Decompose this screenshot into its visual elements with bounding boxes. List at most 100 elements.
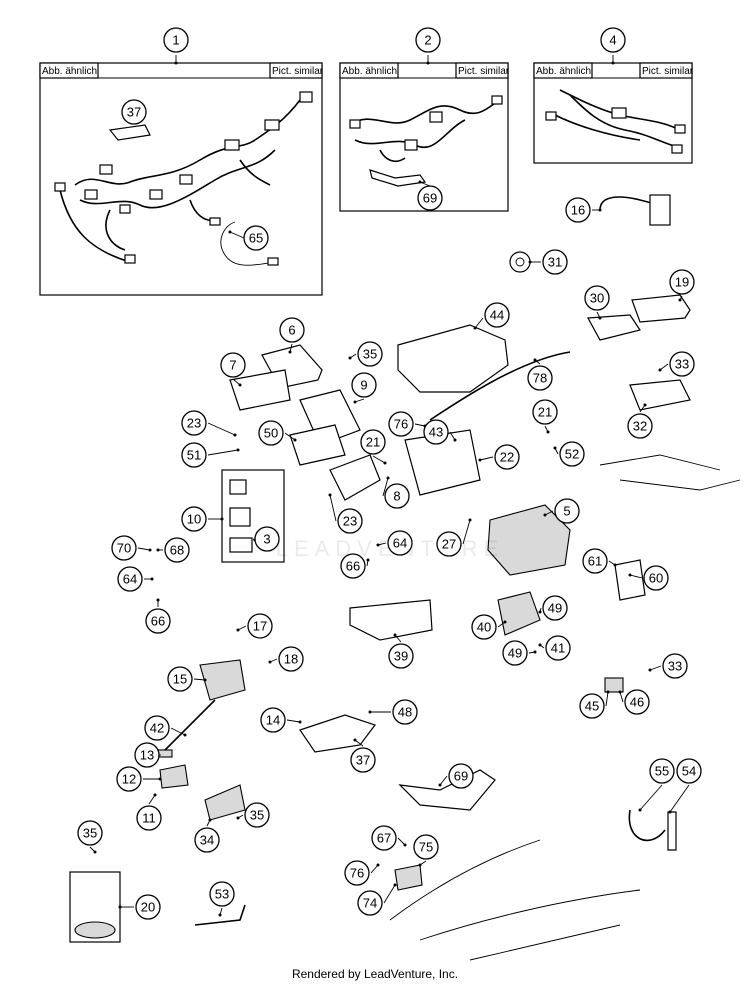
callout-balloon — [357, 890, 383, 916]
callout-number: 5 — [563, 504, 570, 519]
callout-balloon — [494, 444, 520, 470]
callout-leader-dot — [153, 793, 157, 797]
callout-balloon — [436, 531, 462, 557]
callout-number: 51 — [187, 448, 201, 463]
callout-number: 45 — [585, 699, 599, 714]
callout-leader-line — [659, 363, 669, 371]
callout-leader-dot — [183, 733, 187, 737]
callout-leader-dot — [628, 573, 632, 577]
callout-balloon — [502, 640, 528, 666]
callout-balloon — [388, 643, 414, 669]
callout-leader-dot — [438, 783, 442, 787]
callout-leader-dot — [383, 461, 387, 465]
callout-leader-dot — [426, 61, 430, 65]
callout-balloon — [194, 827, 220, 853]
callout-leader-dot — [376, 543, 380, 547]
callout-leader-line — [619, 691, 624, 703]
callout-leader-dot — [658, 368, 662, 372]
callout-balloon — [163, 27, 189, 53]
callout-leader-line — [639, 784, 663, 811]
callout-number: 20 — [141, 900, 155, 915]
callout-leader-line — [137, 547, 151, 551]
callout-number: 42 — [150, 721, 164, 736]
callout-leader-line — [605, 691, 609, 707]
callout-number: 37 — [127, 105, 141, 120]
callout-balloon — [344, 860, 370, 886]
callout-number: 30 — [590, 291, 604, 306]
callout-leader-dot — [93, 850, 97, 854]
callout-balloon — [388, 411, 414, 437]
callout-leader-dot — [598, 208, 602, 212]
callout-leader-dot — [156, 548, 160, 552]
box-header-left: Abb. ähnlich — [42, 66, 97, 77]
main-wiring-harness-box: Abb. ähnlich Pict. similar — [39, 62, 324, 296]
callout-leader-dot — [118, 905, 122, 909]
callout-leader-dot — [418, 863, 422, 867]
callout-number: 16 — [571, 203, 585, 218]
callout-number: 76 — [394, 417, 408, 432]
callout-leader-dot — [533, 358, 537, 362]
callout-balloon — [117, 566, 143, 592]
callout-leader-dot — [348, 356, 352, 360]
callout-leader-line — [669, 784, 690, 813]
callout-number: 68 — [170, 543, 184, 558]
box-header-left: Abb. ähnlich — [536, 66, 591, 77]
callout-balloon — [337, 508, 363, 534]
box-header-right: Pict. similar — [642, 66, 694, 77]
callout-leader-line — [354, 398, 365, 403]
callout-leader-dot — [533, 650, 537, 654]
callout-leader-line — [148, 794, 156, 805]
callout-balloon — [484, 302, 510, 328]
callout-number: 55 — [655, 764, 669, 779]
callout-leader-dot — [598, 316, 602, 320]
callout-leader-line — [382, 477, 389, 497]
callout-balloon — [584, 285, 610, 311]
callout-balloon — [357, 341, 383, 367]
callout-number: 17 — [253, 619, 267, 634]
callout-leader-dot — [546, 430, 550, 434]
callout-leader-line — [232, 378, 241, 386]
callout-balloon — [220, 352, 246, 378]
callout-balloon — [135, 894, 161, 920]
callout-balloon — [417, 185, 443, 211]
callout-number: 54 — [682, 764, 696, 779]
callout-number: 6 — [288, 323, 295, 338]
callout-leader-dot — [611, 61, 615, 65]
callout-leader-dot — [293, 438, 297, 442]
callout-number: 49 — [548, 601, 562, 616]
callout-number: 46 — [630, 695, 644, 710]
callout-leader-dot — [233, 433, 237, 437]
callout-leader-dot — [148, 548, 152, 552]
callout-number: 49 — [508, 646, 522, 661]
callout-balloon — [116, 766, 142, 792]
callout-number: 44 — [490, 308, 504, 323]
box-header-right: Pict. similar — [458, 66, 510, 77]
callout-balloon — [579, 693, 605, 719]
callout-leader-dot — [543, 513, 547, 517]
callout-leader-line — [383, 884, 396, 904]
callout-balloon — [559, 441, 585, 467]
callout-leader-dot — [150, 577, 154, 581]
callout-number: 10 — [187, 512, 201, 527]
callout-number: 64 — [123, 572, 137, 587]
callout-number: 22 — [500, 450, 514, 465]
callout-leader-line — [449, 431, 456, 441]
callout-number: 61 — [588, 554, 602, 569]
callout-number: 39 — [394, 649, 408, 664]
callout-number: 48 — [398, 705, 412, 720]
callout-balloon — [600, 27, 626, 53]
callout-balloon — [181, 410, 207, 436]
callout-number: 67 — [377, 831, 391, 846]
callout-leader-dot — [613, 563, 617, 567]
callout-number: 4 — [609, 33, 616, 48]
callout-balloon — [542, 249, 568, 275]
callout-balloon — [676, 758, 702, 784]
callout-leader-line — [193, 678, 206, 681]
callout-number: 23 — [343, 514, 357, 529]
callout-number: 34 — [200, 833, 214, 848]
callout-balloon — [360, 429, 386, 455]
callout-balloon — [278, 646, 304, 672]
callout-leader-line — [474, 317, 484, 329]
callout-leader-line — [414, 423, 426, 427]
callout-leader-dot — [228, 230, 232, 234]
